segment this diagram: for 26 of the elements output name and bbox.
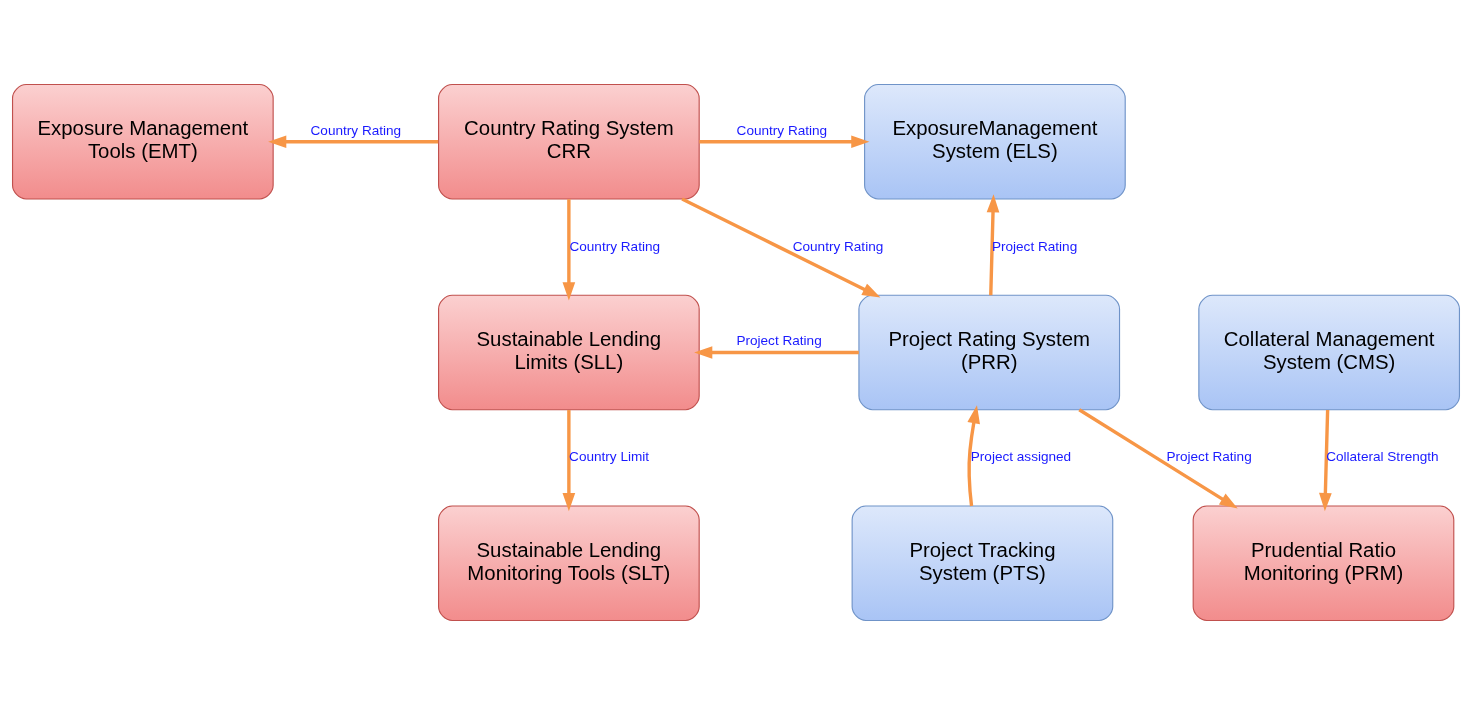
arrow <box>268 135 439 149</box>
edge-label: Country Rating <box>310 122 402 138</box>
arrow <box>699 135 870 149</box>
edge-label: Project Rating <box>736 333 822 349</box>
arrow <box>967 405 980 507</box>
edge-label: Country Rating <box>736 122 828 138</box>
node-box: Project Rating System (PRR) <box>858 294 1121 411</box>
arrow <box>681 197 881 298</box>
node-box: ExposureManagement System (ELS) <box>864 83 1126 200</box>
node-box: Sustainable Lending Monitoring Tools (SLT) <box>438 505 700 622</box>
arrow <box>562 410 576 512</box>
node-box: Prudential Ratio Monitoring (PRM) <box>1192 505 1455 622</box>
arrow <box>562 199 576 301</box>
edge-label: Project assigned <box>970 449 1072 465</box>
edge-label: Country Rating <box>792 238 884 254</box>
edge-label: Country Rating <box>569 238 661 254</box>
arrow <box>694 346 859 359</box>
arrow <box>1078 408 1238 509</box>
node-box: Exposure Management Tools (EMT) <box>11 83 274 200</box>
node-box: Collateral Management System (CMS) <box>1198 294 1461 411</box>
node-box: Project Tracking System (PTS) <box>851 505 1114 622</box>
arrow <box>986 194 1000 296</box>
edge-label: Project Rating <box>1166 449 1252 465</box>
node-box: Sustainable Lending Limits (SLL) <box>438 294 700 411</box>
node-box: Country Rating System CRR <box>438 83 700 200</box>
arrow <box>1319 410 1332 512</box>
